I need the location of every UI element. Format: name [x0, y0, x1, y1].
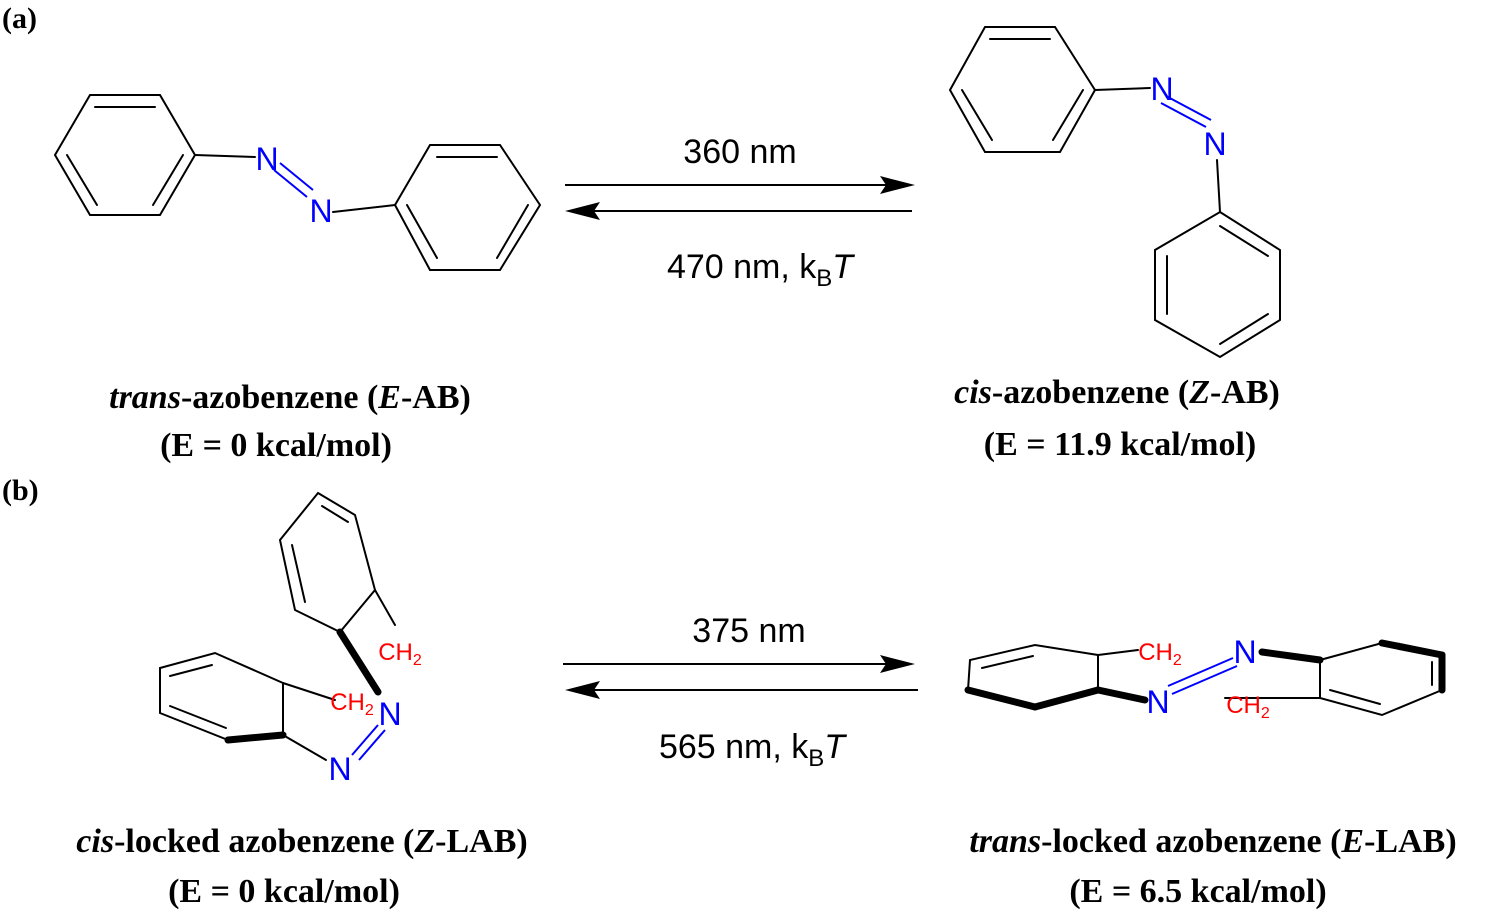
left-compound-name-b: cis-locked azobenzene (Z-LAB) — [76, 823, 527, 860]
panel-b-label: (b) — [2, 474, 39, 507]
cis-azobenzene-structure: N N — [948, 26, 1281, 359]
methylene-group: CH2 — [330, 689, 374, 719]
right-compound-name-a: cis-azobenzene (Z-AB) — [954, 374, 1280, 411]
nitrogen-atom: N — [1233, 634, 1256, 670]
right-energy-a: (E = 11.9 kcal/mol) — [984, 426, 1256, 463]
forward-condition-b: 375 nm — [692, 612, 805, 650]
methylene-group: CH2 — [378, 639, 422, 669]
equilibrium-arrows-b — [563, 655, 918, 699]
nitrogen-atom: N — [309, 193, 332, 229]
forward-condition-a: 360 nm — [683, 133, 796, 171]
right-compound-name-b: trans-locked azobenzene (E-LAB) — [969, 823, 1456, 860]
nitrogen-atom: N — [255, 141, 278, 177]
trans-locked-azobenzene-structure: CH2 CH2 N N — [964, 634, 1446, 722]
methylene-group: CH2 — [1226, 692, 1270, 722]
right-energy-b: (E = 6.5 kcal/mol) — [1069, 873, 1326, 910]
left-compound-name-a: trans-azobenzene (E-AB) — [109, 379, 471, 416]
nitrogen-atom: N — [1146, 684, 1169, 720]
left-energy-b: (E = 0 kcal/mol) — [168, 873, 400, 910]
methylene-group: CH2 — [1138, 639, 1182, 669]
trans-azobenzene-structure: N N — [53, 94, 542, 271]
nitrogen-atom: N — [328, 751, 351, 787]
nitrogen-atom: N — [378, 696, 401, 732]
equilibrium-arrows-a — [565, 176, 915, 220]
panel-a-label: (a) — [2, 2, 37, 35]
nitrogen-atom: N — [1203, 126, 1226, 162]
reverse-condition-b: 565 nm, kBT — [659, 728, 847, 772]
left-energy-a: (E = 0 kcal/mol) — [160, 427, 392, 464]
nitrogen-atom: N — [1150, 71, 1173, 107]
reverse-condition-a: 470 nm, kBT — [667, 248, 855, 292]
cis-locked-azobenzene-structure: CH2 CH2 N N — [159, 491, 422, 787]
